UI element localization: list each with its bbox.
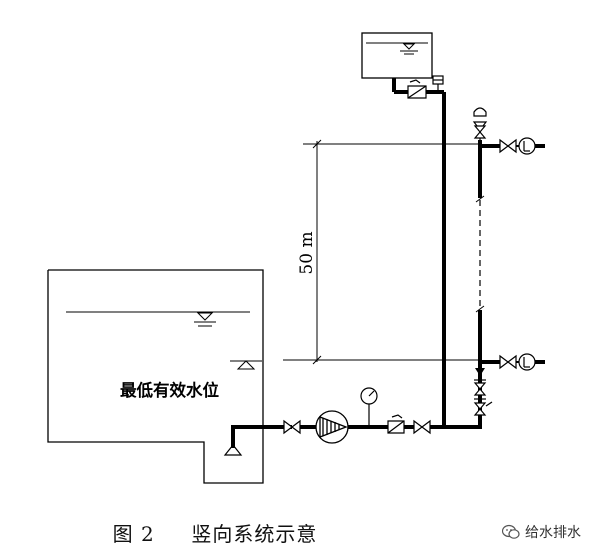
figure-number: 图 2	[112, 522, 155, 546]
dimension-lines	[283, 139, 482, 365]
dimension-label: 50 m	[297, 231, 317, 274]
riser-lower-valves-icon	[473, 379, 493, 416]
top-check-valve-icon	[407, 79, 427, 99]
roof-tank-water-level	[366, 42, 428, 55]
top-gate-valve-icon	[473, 125, 487, 139]
suction-gate-valve-icon	[283, 419, 301, 435]
figure-caption: 图 2 竖向系统示意	[0, 518, 430, 547]
roof-tank	[361, 32, 433, 79]
discharge-gate-valve-icon	[413, 419, 431, 435]
figure-title: 竖向系统示意	[191, 522, 318, 546]
tank-water-surface-symbol	[194, 312, 216, 327]
pressure-gauge-icon	[360, 387, 378, 427]
min-level-symbol	[230, 360, 262, 370]
min-effective-water-level-label: 最低有效水位	[120, 380, 220, 400]
storage-tank	[47, 269, 264, 484]
upper-water-meter-icon	[518, 137, 536, 155]
riser-flow-arrow-icon	[475, 368, 485, 376]
watermark-text: 给水排水	[525, 525, 581, 541]
discharge-pipe	[348, 380, 482, 429]
lower-branch	[480, 354, 520, 370]
discharge-check-valve-icon	[387, 414, 405, 434]
upper-branch	[480, 138, 520, 154]
vertical-system-diagram: 最低有效水位 50 m	[47, 32, 545, 484]
watermark: 给水排水	[502, 522, 581, 542]
lower-water-meter-icon	[518, 353, 536, 371]
suction-pipe	[231, 425, 292, 448]
foot-valve-icon	[223, 444, 243, 456]
air-release-valve-icon	[432, 75, 444, 92]
pump-icon	[315, 410, 349, 444]
wechat-icon	[502, 524, 520, 539]
riser-break-marks	[475, 195, 485, 313]
